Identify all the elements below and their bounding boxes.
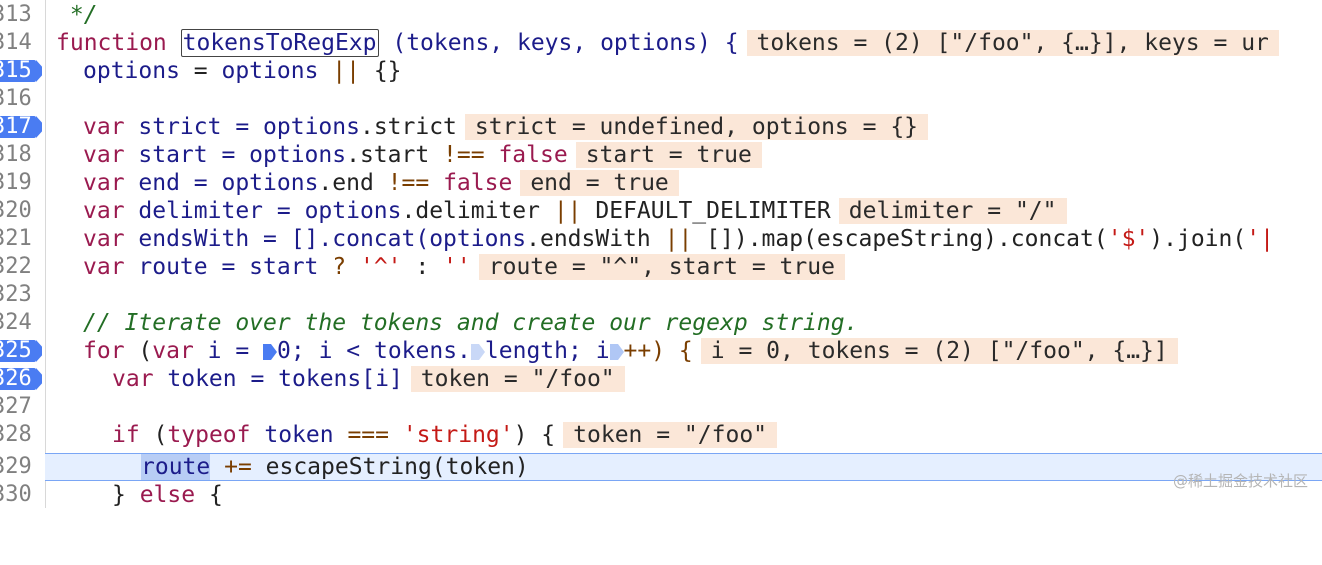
code-text: */ [56, 1, 98, 29]
line-number[interactable]: 319 [0, 170, 32, 195]
line-number[interactable]: 325 [0, 337, 42, 365]
breakpoint-marker[interactable]: 325 [0, 338, 42, 363]
code-line-325: 325 for (var i = 0; i < tokens.length; i… [0, 337, 1322, 365]
line-number[interactable]: 318 [0, 142, 32, 167]
inline-value-hint: strict = undefined, options = {} [464, 114, 929, 140]
line-number[interactable]: 317 [0, 113, 42, 141]
code-line-326: 326 var token = tokens[i]token = "/foo" [0, 365, 1322, 393]
code-line-316: 316 [0, 85, 1322, 113]
code-line-321: 321 var endsWith = [].concat(options.end… [0, 225, 1322, 253]
inline-breakpoint-icon[interactable] [609, 344, 624, 360]
code-line-327: 327 [0, 393, 1322, 421]
inline-value-hint: token = "/foo" [563, 422, 778, 448]
code-text: options = options || {} [83, 58, 402, 84]
line-number[interactable]: 320 [0, 198, 32, 223]
breakpoint-marker[interactable]: 315 [0, 58, 42, 83]
line-number[interactable]: 315 [0, 57, 42, 85]
code-text: var endsWith = [].concat(options.endsWit… [83, 226, 1274, 252]
code-text: if (typeof token === 'string') {token = … [112, 421, 778, 449]
code-comment: // Iterate over the tokens and create ou… [83, 310, 859, 336]
inline-value-hint: token = "/foo" [410, 366, 625, 392]
code-line-323: 323 [0, 281, 1322, 309]
line-number[interactable]: 324 [0, 310, 32, 335]
inline-value-hint: start = true [575, 142, 762, 168]
inline-value-hint: tokens = (2) ["/foo", {…}], keys = ur [746, 30, 1279, 56]
line-number[interactable]: 329 [0, 454, 32, 479]
code-text: var delimiter = options.delimiter || DEF… [83, 197, 1067, 225]
code-text: for (var i = 0; i < tokens.length; i++) … [83, 337, 1178, 365]
code-line-324: 324 // Iterate over the tokens and creat… [0, 309, 1322, 337]
code-line-329: 329 route += escapeString(token) [0, 453, 1322, 481]
code-line-318: 318 var start = options.start !== falses… [0, 141, 1322, 169]
function-name-token[interactable]: tokensToRegExp [180, 29, 379, 57]
line-number[interactable]: 314 [0, 30, 32, 55]
code-text: var token = tokens[i]token = "/foo" [112, 365, 625, 393]
inline-value-hint: end = true [520, 170, 679, 196]
code-line-315: 315 options = options || {} [0, 57, 1322, 85]
line-number[interactable]: 321 [0, 226, 32, 251]
code-line-313: 313 */ [0, 1, 1322, 29]
code-text: var route = start ? '^' : ''route = "^",… [83, 253, 845, 281]
inline-breakpoint-icon[interactable] [263, 344, 278, 360]
code-line-314: 314 function tokensToRegExp (tokens, key… [0, 29, 1322, 57]
paused-execution-token[interactable]: route [141, 454, 211, 480]
code-text: function tokensToRegExp (tokens, keys, o… [56, 29, 1279, 57]
line-number[interactable]: 328 [0, 422, 32, 447]
code-line-322: 322 var route = start ? '^' : ''route = … [0, 253, 1322, 281]
code-line-328: 328 if (typeof token === 'string') {toke… [0, 421, 1322, 449]
code-text: route += escapeString(token) [141, 454, 529, 480]
code-line-330: 330 } else { [0, 481, 1322, 509]
line-number[interactable]: 316 [0, 86, 32, 111]
line-number[interactable]: 323 [0, 282, 32, 307]
line-number[interactable]: 327 [0, 394, 32, 419]
current-execution-line-highlight [45, 453, 1322, 481]
line-number[interactable]: 322 [0, 254, 32, 279]
inline-breakpoint-icon[interactable] [470, 344, 485, 360]
inline-value-hint: i = 0, tokens = (2) ["/foo", {…}] [700, 338, 1178, 364]
line-number[interactable]: 330 [0, 482, 32, 507]
code-text: } else { [112, 482, 223, 508]
code-line-320: 320 var delimiter = options.delimiter ||… [0, 197, 1322, 225]
breakpoint-marker[interactable]: 317 [0, 114, 42, 139]
line-number-gutter[interactable] [0, 0, 46, 508]
line-number[interactable]: 326 [0, 365, 42, 393]
code-text: // Iterate over the tokens and create ou… [83, 309, 858, 337]
inline-value-hint: delimiter = "/" [838, 198, 1067, 224]
inline-value-hint: route = "^", start = true [478, 254, 845, 280]
line-number[interactable]: 313 [0, 2, 32, 27]
breakpoint-marker[interactable]: 326 [0, 366, 42, 391]
comment-end: */ [56, 2, 98, 28]
watermark: @稀土掘金技术社区 [1172, 472, 1308, 490]
